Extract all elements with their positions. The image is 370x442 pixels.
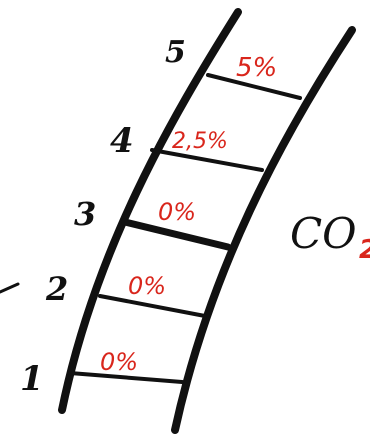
level-label-5: 5	[165, 35, 186, 70]
stray-dash	[0, 282, 20, 294]
co-subscript: 2	[359, 235, 370, 265]
level-label-4: 4	[110, 121, 134, 161]
percent-label-2: 0%	[128, 272, 166, 300]
ladder-left-rail	[58, 8, 242, 414]
rung-3	[121, 218, 232, 251]
percent-label-3: 0%	[158, 198, 196, 226]
ladder-right-rail	[171, 26, 356, 434]
level-label-1: 1	[20, 359, 44, 399]
percent-label-4: 2,5%	[172, 129, 228, 154]
level-label-3: 3	[74, 195, 96, 233]
rung-2	[98, 294, 207, 318]
rung-4	[150, 148, 264, 172]
level-label-2: 2	[45, 270, 68, 308]
percent-label-1: 0%	[100, 348, 138, 376]
rung-1	[68, 371, 184, 384]
co-label: CO	[290, 209, 357, 258]
rung-5	[206, 73, 302, 100]
percent-label-5: 5%	[236, 53, 277, 83]
